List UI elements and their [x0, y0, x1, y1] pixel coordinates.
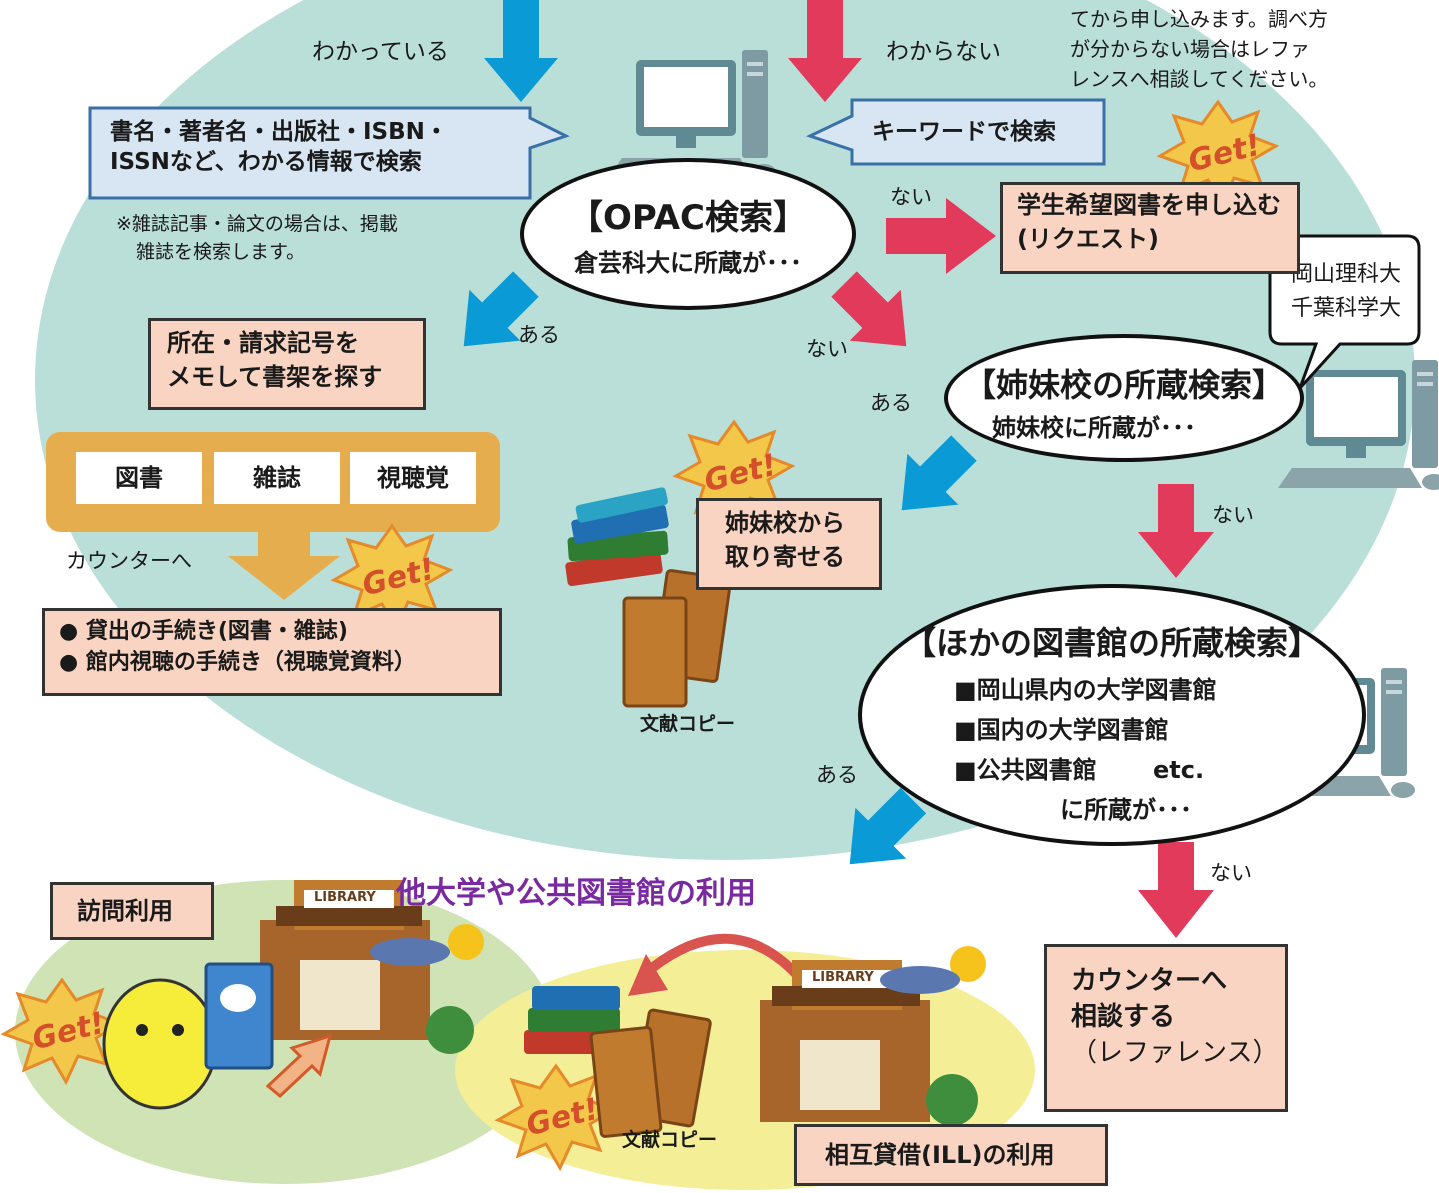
sister-schools-text: 岡山理科大 千葉科学大	[1290, 262, 1401, 321]
callout-keyword	[805, 98, 1106, 166]
label-have: ある	[870, 391, 912, 415]
tab-books: 図書	[76, 452, 202, 504]
label-none: ない	[890, 185, 932, 209]
doc-copy-label: 文献コピー	[622, 1129, 718, 1151]
other-library-item: ■岡山県内の大学図書館	[954, 676, 1217, 704]
other-library-search-ellipse: 【ほかの図書館の所蔵検索】 ■岡山県内の大学図書館 ■国内の大学図書館 ■公共図…	[858, 584, 1366, 846]
request-box: 学生希望図書を申し込む (リクエスト)	[1000, 182, 1300, 274]
tab-audiovisual: 視聴覚	[350, 452, 476, 504]
top-note: てから申し込みます。調べ方 が分からない場合はレファ レンスへ相談してください。	[1070, 7, 1329, 91]
transfer-arrow-head	[628, 954, 668, 996]
tab-magazines: 雑誌	[214, 452, 340, 504]
walk-arrow-illustration	[265, 1033, 333, 1099]
sister-search-ellipse: 【姉妹校の所蔵検索】 姉妹校に所蔵が･･･	[944, 334, 1304, 462]
sister-title: 【姉妹校の所蔵検索】	[963, 366, 1284, 404]
other-library-item: ■公共図書館 etc.	[954, 756, 1205, 784]
to-counter-label: カウンターへ	[66, 549, 192, 573]
label-none: ない	[1212, 503, 1254, 527]
shelf-search-box: 所在・請求記号を メモして書架を探す	[148, 318, 426, 410]
reference-consult-box: カウンターへ 相談する （レファレンス）	[1044, 944, 1288, 1112]
library-building-illustration	[760, 960, 978, 1126]
label-none: ない	[806, 337, 848, 361]
opac-subtitle: 倉芸科大に所蔵が･･･	[574, 249, 802, 277]
callout-known-text: 書名・著者名・出版社・ISBN・ ISSNなど、わかる情報で検索	[110, 119, 448, 175]
ill-use-box: 相互貸借(ILL)の利用	[794, 1124, 1108, 1186]
arrow-sister-have-down-left	[901, 435, 977, 511]
arrow-sister-none-down	[1138, 484, 1214, 578]
label-have: ある	[518, 323, 560, 347]
opac-title: 【OPAC検索】	[569, 198, 807, 238]
visit-use-box: 訪問利用	[50, 882, 214, 940]
magazine-note: ※雑誌記事・論文の場合は、掲載 雑誌を検索します。	[116, 213, 398, 263]
arrow-other-none-down	[1138, 842, 1214, 938]
arrow-known-down	[484, 0, 558, 102]
arrow-opac-none-right	[886, 198, 996, 274]
sister-order-box: 姉妹校から 取り寄せる	[696, 498, 882, 590]
callout-known-info	[88, 106, 570, 200]
label-known: わかっている	[312, 39, 449, 65]
label-unknown: わからない	[886, 39, 1001, 65]
envelope-illustration	[589, 1008, 712, 1138]
doc-copy-label: 文献コピー	[640, 713, 736, 735]
other-use-title: 他大学や公共図書館の利用	[396, 876, 756, 911]
arrow-opac-have-down-left	[463, 271, 539, 347]
arrow-other-have-down-left	[849, 787, 927, 865]
arrow-unknown-down	[788, 0, 862, 102]
opac-search-ellipse: 【OPAC検索】 倉芸科大に所蔵が･･･	[520, 158, 856, 310]
other-library-item: ■国内の大学図書館	[954, 716, 1169, 744]
label-have: ある	[816, 763, 858, 787]
other-library-title: 【ほかの図書館の所蔵検索】	[903, 624, 1320, 662]
library-sign: LIBRARY	[314, 890, 376, 905]
other-library-subtitle: に所蔵が･･･	[1060, 796, 1192, 824]
books-illustration	[565, 487, 669, 587]
sun-cloud-illustration	[370, 924, 986, 994]
library-sign: LIBRARY	[812, 970, 874, 985]
arrow-opac-none-down-right	[831, 271, 907, 347]
book-jellyfish-illustration	[204, 962, 274, 1070]
label-none: ない	[1210, 861, 1252, 885]
callout-keyword-text: キーワードで検索	[872, 119, 1056, 145]
lending-procedure-box: ● 貸出の手続き(図書・雑誌) ● 館内視聴の手続き（視聴覚資料）	[42, 608, 502, 696]
sister-subtitle: 姉妹校に所蔵が･･･	[992, 414, 1196, 442]
